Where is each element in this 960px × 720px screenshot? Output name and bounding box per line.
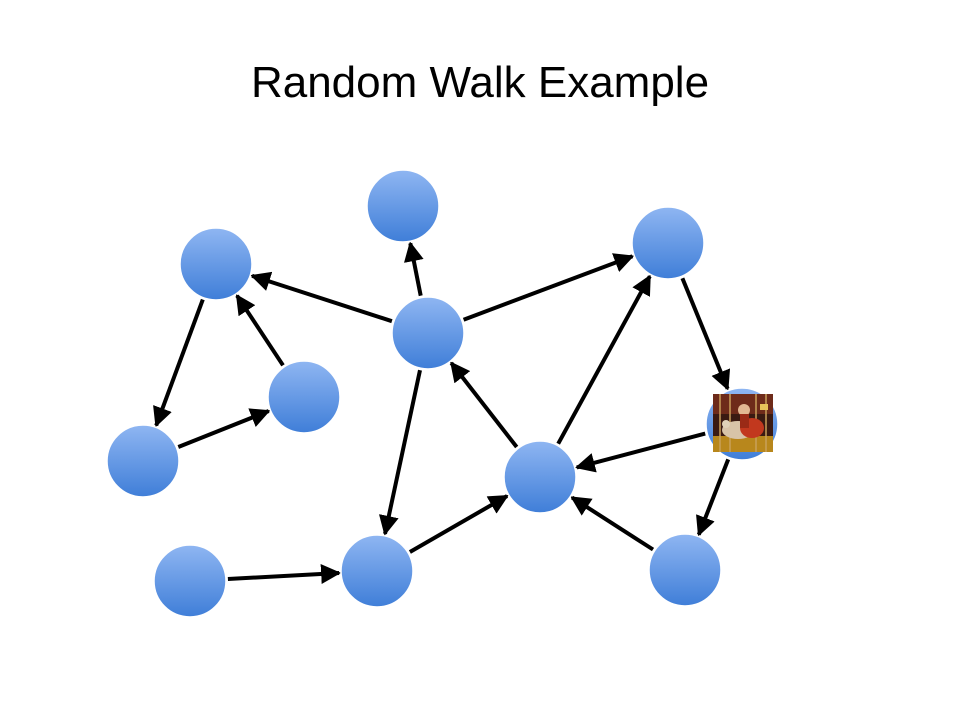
edge-n6-to-n4 (177, 408, 271, 449)
graph-node-n9 (340, 534, 414, 608)
graph-node-n3 (631, 206, 705, 280)
edge-n8-to-n5 (449, 361, 519, 449)
graph-node-n5 (391, 296, 465, 370)
edge-n7-to-n8 (574, 431, 706, 473)
graph-node-n11 (648, 533, 722, 607)
edge-n5-to-n9 (378, 369, 422, 536)
graph-node-n1 (179, 227, 253, 301)
edges-layer (153, 241, 731, 584)
graph-node-n8 (503, 440, 577, 514)
random-walker-photo-icon (713, 394, 773, 452)
edge-n9-to-n8 (408, 494, 509, 554)
edge-n8-to-n3 (556, 274, 652, 445)
graph-node-n4 (267, 360, 341, 434)
edge-n7-to-n11 (696, 458, 731, 537)
slide-title: Random Walk Example (250, 58, 710, 107)
nodes-layer (106, 169, 779, 618)
graph-node-n6 (106, 424, 180, 498)
graph-node-n2 (366, 169, 440, 243)
graph-node-n10 (153, 544, 227, 618)
edge-n11-to-n8 (570, 495, 655, 552)
edge-n5-to-n1 (250, 271, 393, 324)
edge-n4-to-n1 (235, 294, 285, 367)
edge-n1-to-n6 (153, 298, 205, 428)
edge-n10-to-n9 (227, 563, 342, 584)
edge-n5-to-n2 (403, 241, 424, 297)
edge-n5-to-n3 (462, 253, 635, 322)
edge-n3-to-n7 (680, 277, 731, 391)
